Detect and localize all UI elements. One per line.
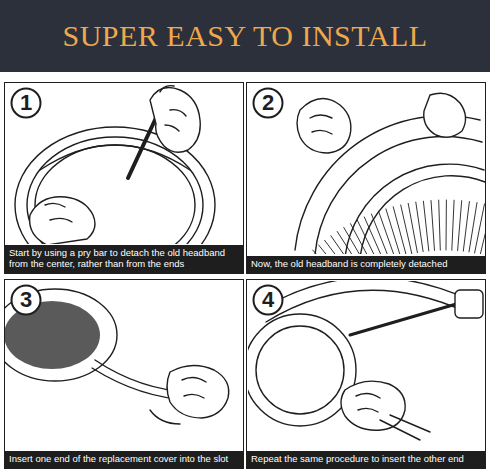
caption-band: Start by using a pry bar to detach the o…: [5, 245, 243, 273]
step-number-circle: 2: [252, 87, 284, 119]
step-caption: Insert one end of the replacement cover …: [5, 451, 243, 467]
title-text: SUPER EASY TO INSTALL: [0, 0, 490, 72]
step-panel: Repeat the same procedure to insert the …: [246, 279, 486, 469]
insert-other-end-drawing: [248, 281, 483, 440]
callout-number: 2: [252, 87, 284, 119]
caption-band: Repeat the same procedure to insert the …: [247, 451, 485, 468]
callout-number: 3: [10, 284, 42, 316]
step-number-circle: 1: [10, 87, 42, 119]
step-panel: Start by using a pry bar to detach the o…: [4, 82, 244, 274]
caption-band: Now, the old headband is completely deta…: [247, 256, 485, 273]
step-number-circle: 4: [252, 284, 284, 316]
callout-number: 1: [10, 87, 42, 119]
step-panel: Insert one end of the replacement cover …: [4, 279, 244, 469]
callout-number: 4: [252, 284, 284, 316]
step-panel: Now, the old headband is completely deta…: [246, 82, 486, 274]
title-banner: SUPER EASY TO INSTALL: [0, 0, 490, 72]
caption-band: Insert one end of the replacement cover …: [5, 451, 243, 468]
step-caption: Repeat the same procedure to insert the …: [247, 451, 485, 467]
step-caption: Start by using a pry bar to detach the o…: [5, 245, 243, 273]
step-caption: Now, the old headband is completely deta…: [247, 256, 485, 272]
detached-headband-drawing: [257, 93, 486, 254]
pry-headband-drawing: [15, 86, 215, 244]
step-number-circle: 3: [10, 284, 42, 316]
insert-cover-drawing: [5, 289, 229, 424]
